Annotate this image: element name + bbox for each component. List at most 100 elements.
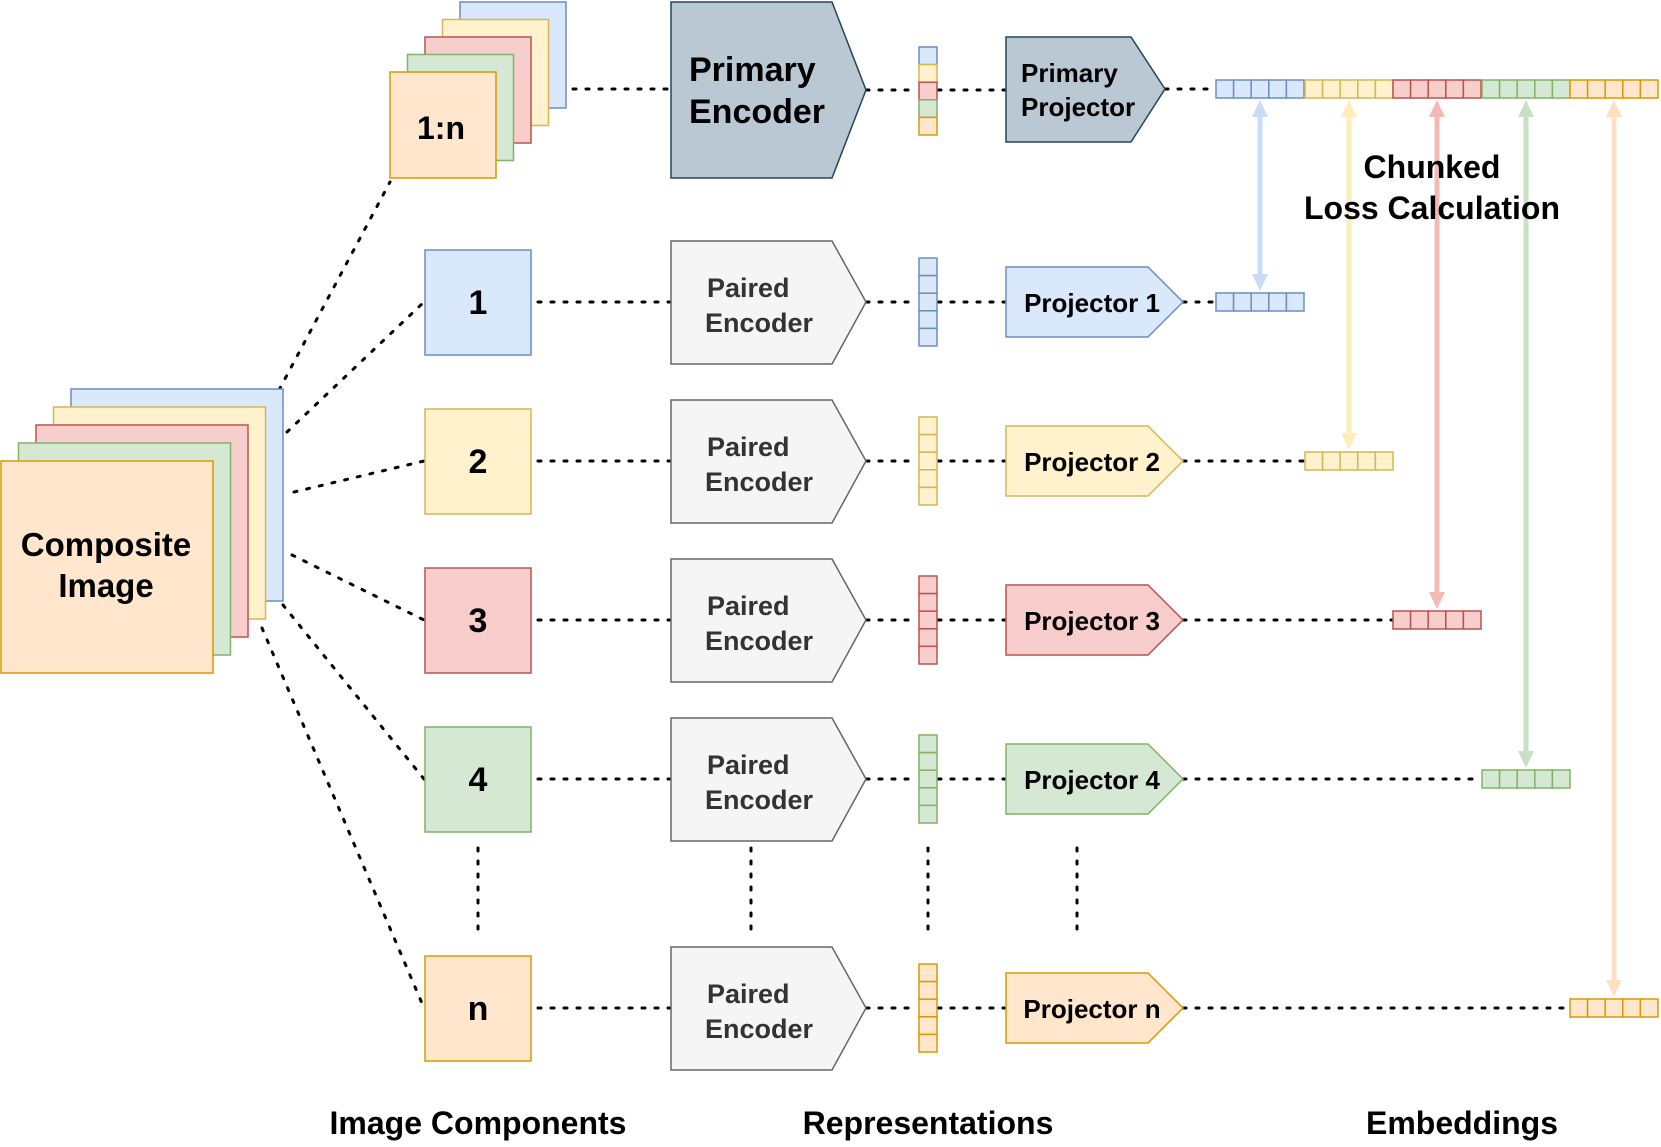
embedding-n-cell xyxy=(1639,998,1659,1018)
embedding-n-cell xyxy=(1569,998,1589,1018)
embedding-n-cell xyxy=(1604,998,1624,1018)
connector-composite-to-4 xyxy=(281,603,426,781)
component-4-label: 4 xyxy=(469,761,488,799)
primary-embedding-cell-4 xyxy=(1498,79,1518,99)
embedding-n-cell xyxy=(1622,998,1642,1018)
primary-embedding-cell-3 xyxy=(1427,79,1447,99)
embedding-2-cell xyxy=(1304,451,1324,471)
paired-encoder-4-line2: Encoder xyxy=(705,785,814,815)
embedding-4-cell xyxy=(1551,769,1571,789)
loss-arrow-3-head-bottom xyxy=(1429,592,1445,609)
paired-encoder-4-shape xyxy=(670,717,867,842)
embedding-2-cell xyxy=(1357,451,1377,471)
primary-embedding xyxy=(1215,79,1659,99)
primary-embedding-cell-3 xyxy=(1445,79,1465,99)
section-label-embeddings: Embeddings xyxy=(1366,1105,1558,1141)
chunked-loss-line1: Chunked xyxy=(1364,149,1501,185)
primary-embedding-cell-1 xyxy=(1268,79,1288,99)
primary-embedding-cell-n xyxy=(1622,79,1642,99)
primary-representation-cell-n xyxy=(918,116,938,136)
representation-3-cell xyxy=(918,628,938,648)
embedding-4-cell xyxy=(1516,769,1536,789)
dotted-connectors xyxy=(260,87,1572,1010)
projector-3-shape xyxy=(1005,584,1185,656)
loss-arrow-1 xyxy=(1252,100,1268,291)
primary-representation-cell-3 xyxy=(918,81,938,101)
paired-encoder-3-line2: Encoder xyxy=(705,626,814,656)
representation-4-cell xyxy=(918,769,938,789)
stacked-components-1-to-n xyxy=(389,1,567,179)
connector-composite-to-2 xyxy=(292,459,426,494)
primary-embedding-cell-1 xyxy=(1285,79,1305,99)
representation-4-cell xyxy=(918,751,938,771)
projector-3-label: Projector 3 xyxy=(1024,606,1160,636)
representation-1-cell xyxy=(918,310,938,330)
primary-embedding-cell-2 xyxy=(1339,79,1359,99)
paired-encoder-3-shape xyxy=(670,558,867,683)
projector-2-shape xyxy=(1005,425,1185,497)
primary-embedding-cell-3 xyxy=(1409,79,1429,99)
representation-3-cell xyxy=(918,575,938,595)
loss-arrow-1-head-bottom xyxy=(1252,274,1268,291)
composite-layer-n xyxy=(0,460,214,674)
primary-embedding-cell-n xyxy=(1604,79,1624,99)
composite-label-line1: Composite xyxy=(21,526,192,563)
loss-arrow-n-head-top xyxy=(1606,100,1622,117)
paired-encoder-2-line2: Encoder xyxy=(705,467,814,497)
loss-arrow-n-head-bottom xyxy=(1606,980,1622,997)
primary-encoder-line1: Primary xyxy=(689,51,816,89)
composite-image-label: Composite Image xyxy=(21,526,192,604)
paired-encoder-1-line2: Encoder xyxy=(705,308,814,338)
representation-1-cell xyxy=(918,257,938,277)
primary-embedding-cell-2 xyxy=(1374,79,1394,99)
embedding-n-cell xyxy=(1586,998,1606,1018)
paired-encoder-n-shape xyxy=(670,946,867,1071)
section-label-image-components: Image Components xyxy=(330,1105,627,1141)
primary-embedding-cell-1 xyxy=(1250,79,1270,99)
connector-composite-to-1 xyxy=(285,300,426,434)
embedding-1-cell xyxy=(1215,292,1235,312)
chunked-loss-line2: Loss Calculation xyxy=(1304,190,1560,226)
embedding-3-cell xyxy=(1445,610,1465,630)
stack-layer-n xyxy=(389,71,497,179)
paired-encoder-1-line1: Paired xyxy=(707,273,790,303)
primary-embedding-cell-1 xyxy=(1215,79,1235,99)
loss-arrow-4-head-bottom xyxy=(1518,751,1534,768)
primary-representation xyxy=(918,46,938,136)
component-3-label: 3 xyxy=(469,602,488,640)
primary-representation-cell-2 xyxy=(918,63,938,83)
primary-embedding-cell-2 xyxy=(1321,79,1341,99)
representation-2-cell xyxy=(918,416,938,436)
primary-encoder: Primary Encoder xyxy=(670,1,867,179)
component-2-label: 2 xyxy=(469,443,488,481)
projector-n-shape xyxy=(1005,972,1185,1044)
primary-embedding-cell-2 xyxy=(1357,79,1377,99)
embedding-3-cell xyxy=(1427,610,1447,630)
representation-3-cell xyxy=(918,645,938,665)
primary-projector-shape xyxy=(1005,36,1166,143)
primary-embedding-cell-n xyxy=(1586,79,1606,99)
paired-encoder-4-line1: Paired xyxy=(707,750,790,780)
projector-2-label: Projector 2 xyxy=(1024,447,1160,477)
embedding-4-cell xyxy=(1498,769,1518,789)
loss-arrow-2-head-bottom xyxy=(1341,433,1357,450)
representation-4-cell xyxy=(918,734,938,754)
representation-2-cell xyxy=(918,433,938,453)
composite-image-stack xyxy=(0,388,284,674)
embedding-1-cell xyxy=(1250,292,1270,312)
chunked-loss-label: Chunked Loss Calculation xyxy=(1304,149,1560,226)
primary-embedding-cell-1 xyxy=(1232,79,1252,99)
embedding-2-cell xyxy=(1374,451,1394,471)
projector-4-shape xyxy=(1005,743,1185,815)
connector-composite-to-3 xyxy=(290,553,426,622)
primary-projector: Primary Projector xyxy=(1005,36,1166,143)
component-2-box xyxy=(424,408,532,515)
loss-arrows xyxy=(1252,100,1622,997)
loss-arrow-n xyxy=(1606,100,1622,997)
embedding-2-cell xyxy=(1339,451,1359,471)
loss-arrow-3 xyxy=(1429,100,1445,609)
representation-2-cell xyxy=(918,451,938,471)
primary-encoder-line2: Encoder xyxy=(689,93,825,131)
